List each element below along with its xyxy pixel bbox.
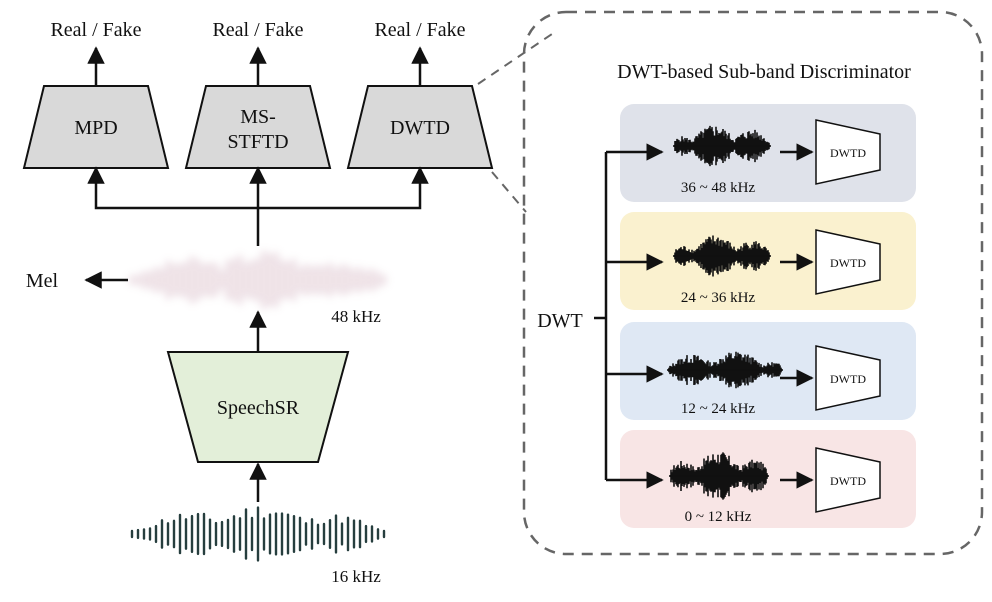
waveform-16k — [130, 506, 386, 562]
dwtd-label: DWTD — [390, 117, 450, 139]
band-waveform-12-24 — [667, 351, 783, 389]
msstftd-label-line1: MS- — [240, 106, 276, 128]
msstftd-label-line2: STFTD — [227, 131, 288, 153]
band2-dwtd-block — [815, 229, 881, 295]
band-range-12-24: 12 ~ 24 kHz — [681, 401, 756, 417]
waveform-48k — [130, 251, 386, 309]
output-label-msstftd: Real / Fake — [212, 19, 303, 41]
mpd-block — [22, 85, 170, 169]
zoom-line-bottom — [491, 171, 527, 213]
subband-panel-title: DWT-based Sub-band Discriminator — [617, 61, 911, 83]
mel-label: Mel — [26, 270, 59, 292]
dwt-label: DWT — [537, 310, 583, 332]
band1-dwtd-block — [815, 119, 881, 185]
output-label-mpd: Real / Fake — [50, 19, 141, 41]
band-range-0-12: 0 ~ 12 kHz — [685, 509, 752, 525]
subband-panel — [522, 10, 984, 556]
output-label-dwtd: Real / Fake — [374, 19, 465, 41]
mpd-label: MPD — [74, 117, 117, 139]
rate-16k-label: 16 kHz — [331, 567, 381, 586]
band4-dwtd-block — [815, 447, 881, 513]
rate-48k-label: 48 kHz — [331, 307, 381, 326]
band-waveform-36-48 — [673, 125, 771, 167]
zoom-line-top — [477, 33, 553, 85]
band-waveform-0-12 — [669, 452, 769, 500]
band2-dwtd-label: DWTD — [830, 256, 866, 270]
speechsr-label: SpeechSR — [217, 397, 300, 419]
band-range-36-48: 36 ~ 48 kHz — [681, 180, 756, 196]
speechsr-block — [166, 351, 350, 463]
band-range-24-36: 24 ~ 36 kHz — [681, 290, 756, 306]
msstftd-block — [184, 85, 332, 169]
band3-dwtd-label: DWTD — [830, 372, 866, 386]
band3-dwtd-block — [815, 345, 881, 411]
band-waveform-24-36 — [673, 235, 771, 277]
dwtd-block — [346, 85, 494, 169]
band1-dwtd-label: DWTD — [830, 146, 866, 160]
band4-dwtd-label: DWTD — [830, 474, 866, 488]
